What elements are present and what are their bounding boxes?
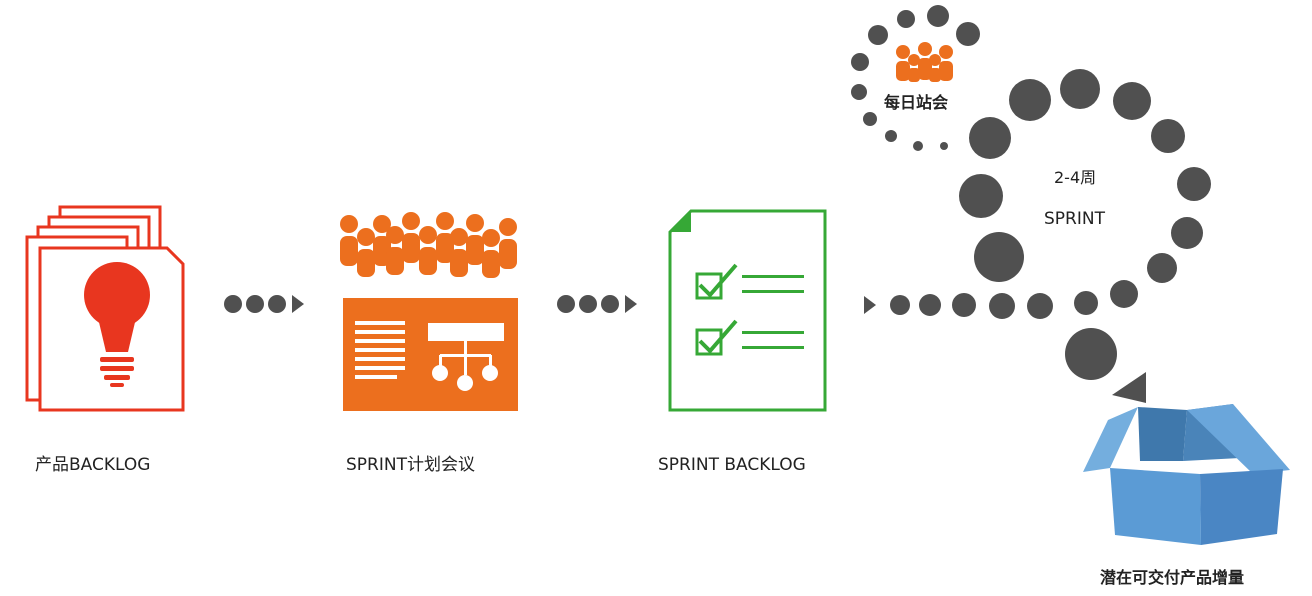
product-backlog-icon — [25, 205, 185, 412]
team-people-icon — [340, 212, 517, 278]
sprint-backlog-label: SPRINT BACKLOG — [658, 455, 806, 475]
lightbulb-icon — [84, 262, 150, 387]
daily-standup-loop — [851, 5, 980, 151]
sprint-label: SPRINT — [1044, 209, 1105, 229]
open-box-icon — [1083, 404, 1290, 545]
presentation-board — [343, 298, 518, 411]
checkbox-checked-icon — [695, 319, 738, 356]
product-backlog-label: 产品BACKLOG — [35, 455, 151, 475]
sprint-planning-icon — [340, 212, 518, 411]
flow-arrow-2 — [557, 295, 637, 313]
checkbox-checked-icon — [695, 263, 738, 300]
sprint-planning-label: SPRINT计划会议 — [346, 455, 475, 475]
flow-arrow-1 — [224, 295, 304, 313]
increment-label: 潜在可交付产品增量 — [1100, 568, 1245, 587]
standup-team-icon — [896, 42, 953, 82]
daily-standup-label: 每日站会 — [884, 93, 949, 112]
sprint-duration-label: 2-4周 — [1054, 168, 1097, 187]
sprint-backlog-icon — [668, 209, 827, 412]
sprint-loop — [864, 69, 1211, 403]
